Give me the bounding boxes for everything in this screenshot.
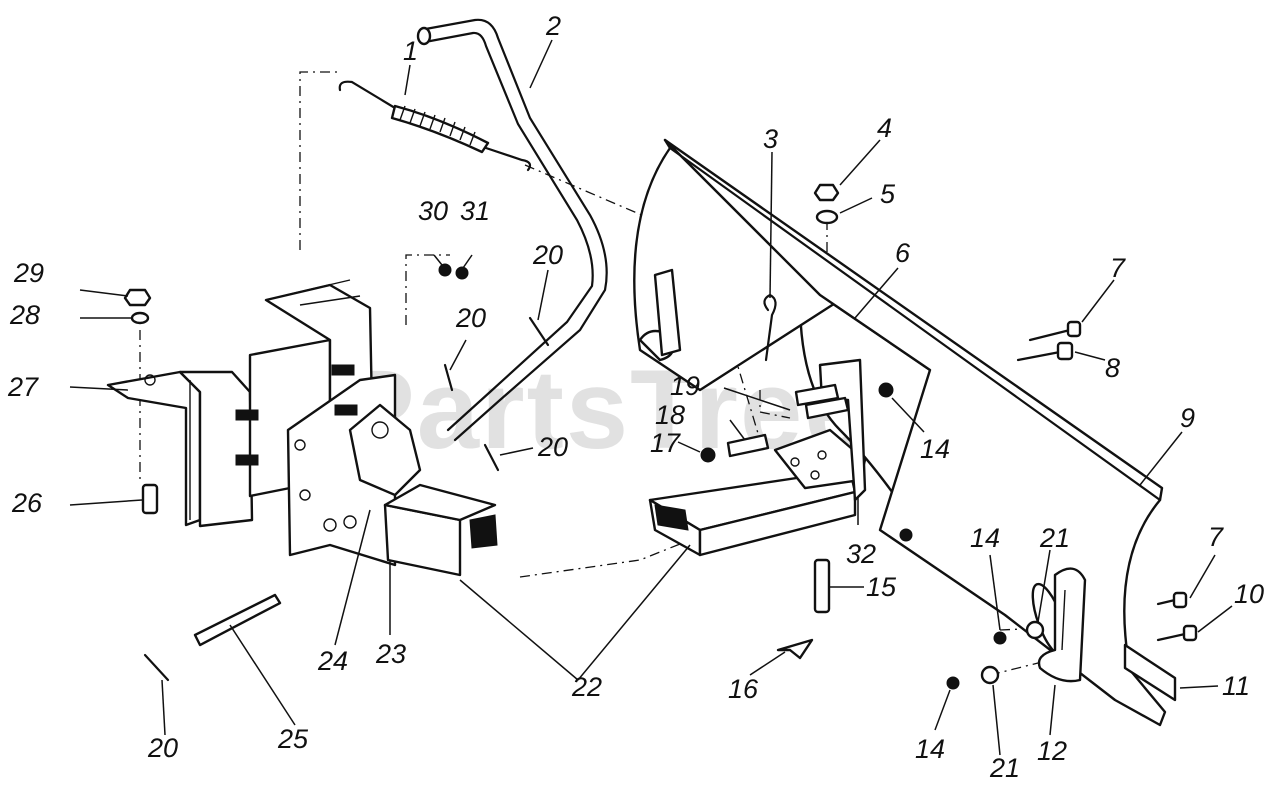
callout-9: 9 [1180, 403, 1195, 433]
pivot-part [348, 403, 422, 497]
callout-1: 1 [403, 36, 418, 66]
callout-6: 6 [895, 238, 911, 268]
skid-shoe-part [1037, 567, 1087, 683]
callout-32: 32 [846, 539, 876, 569]
callout-10: 10 [1234, 579, 1264, 609]
callout-16: 16 [728, 674, 759, 704]
callout-14: 14 [970, 523, 1000, 553]
callout-29: 29 [13, 258, 44, 288]
frame-channel-part [383, 468, 857, 577]
callout-23: 23 [375, 639, 406, 669]
callout-20: 20 [532, 240, 563, 270]
callout-28: 28 [9, 300, 40, 330]
callout-7: 7 [1208, 522, 1224, 552]
callout-31: 31 [460, 196, 490, 226]
wear-strip-part [1123, 643, 1177, 702]
callout-18: 18 [655, 400, 685, 430]
callout-4: 4 [877, 113, 892, 143]
callout-25: 25 [277, 724, 309, 754]
mount-bracket-part [106, 370, 254, 528]
callout-5: 5 [880, 179, 896, 209]
callout-3: 3 [763, 124, 778, 154]
callout-21: 21 [989, 753, 1020, 783]
callout-12: 12 [1037, 736, 1067, 766]
callout-21: 21 [1039, 523, 1070, 553]
callout-24: 24 [317, 646, 348, 676]
spring-part [338, 80, 532, 172]
callout-20: 20 [147, 733, 178, 763]
callout-14: 14 [915, 734, 945, 764]
callout-19: 19 [670, 371, 700, 401]
callout-20: 20 [537, 432, 568, 462]
handle-part [416, 18, 608, 442]
callouts: 1 2 3 4 5 6 7 8 9 14 19 18 17 20 20 20 3… [7, 11, 1264, 783]
callout-15: 15 [866, 572, 897, 602]
callout-17: 17 [650, 428, 681, 458]
callout-7: 7 [1110, 253, 1126, 283]
callout-27: 27 [7, 372, 39, 402]
hardware-parts [123, 183, 1198, 690]
callout-22: 22 [571, 672, 602, 702]
leader-lines [69, 39, 1233, 756]
callout-20: 20 [455, 303, 486, 333]
callout-26: 26 [11, 488, 43, 518]
callout-2: 2 [545, 11, 561, 41]
callout-14: 14 [920, 434, 950, 464]
callout-11: 11 [1222, 671, 1250, 701]
callout-8: 8 [1105, 353, 1120, 383]
callout-30: 30 [418, 196, 448, 226]
